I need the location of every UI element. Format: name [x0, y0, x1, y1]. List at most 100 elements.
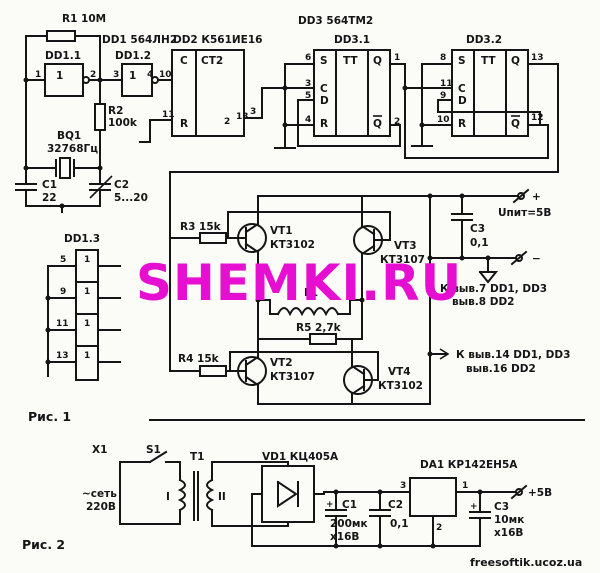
vt1-type: КТ3102 [270, 239, 315, 251]
svg-text:1: 1 [84, 287, 90, 297]
c3-label: C3 [470, 223, 485, 235]
svg-text:R: R [458, 118, 466, 130]
bq1-value: 32768Гц [47, 143, 98, 155]
vt3-label: VT3 [394, 240, 417, 252]
fig2-c2-label: C2 [388, 499, 403, 511]
r2-label: R2 [108, 105, 123, 117]
svg-text:C: C [320, 83, 328, 95]
svg-text:1: 1 [394, 53, 400, 63]
r3-label: R3 15k [180, 221, 222, 233]
vd1-bridge [261, 465, 315, 523]
fig2-c1-value-1: 200мк [330, 518, 368, 530]
output-voltage: +5В [528, 487, 552, 499]
svg-text:I: I [166, 491, 170, 503]
dd3-title: DD3 564ТМ2 [298, 15, 373, 27]
svg-text:Q: Q [511, 118, 520, 130]
c2-value: 5...20 [114, 192, 148, 204]
dd2-counter: DD2 К561ИЕ16 C CT2 R 11 2 13 3 [139, 34, 286, 143]
svg-text:Q: Q [373, 118, 382, 130]
svg-text:1: 1 [462, 481, 468, 491]
dd2-title: DD2 К561ИЕ16 [173, 34, 262, 46]
dd1-2-inverter [121, 63, 153, 97]
r2-resistor [94, 103, 106, 131]
svg-text:11: 11 [56, 319, 69, 329]
svg-text:−: − [532, 253, 541, 265]
r4-label: R4 15k [178, 353, 220, 365]
fig2-c3-value-1: 10мк [494, 514, 524, 526]
dd3-1-flipflop: DD3 564ТМ2 DD3.1 S TT Q C D R Q 6 3 5 4 … [274, 15, 406, 149]
svg-text:2: 2 [90, 70, 96, 80]
t1-label: T1 [190, 451, 204, 463]
svg-text:CT2: CT2 [201, 55, 223, 67]
dd3-2-body [451, 49, 529, 137]
svg-text:R: R [320, 118, 328, 130]
svg-text:D: D [458, 95, 467, 107]
note-pwr-1: К выв.14 DD1, DD3 [456, 349, 570, 361]
dd1-2-label: DD1.2 [115, 50, 151, 62]
dd1-3-gates: DD1.3 1 1 1 1 5 9 11 13 [45, 233, 121, 381]
svg-text:6: 6 [305, 53, 311, 63]
svg-text:Q: Q [511, 55, 520, 67]
c1-value: 22 [42, 192, 57, 204]
svg-text:5: 5 [60, 255, 66, 265]
svg-text:C: C [180, 55, 188, 67]
svg-text:13: 13 [236, 112, 249, 122]
dd1-title: DD1 564ЛН2 [102, 34, 177, 46]
fig2-c1-label: C1 [342, 499, 357, 511]
svg-text:13: 13 [531, 53, 544, 63]
svg-text:1: 1 [35, 70, 41, 80]
r5-resistor [309, 333, 337, 345]
svg-text:R: R [180, 118, 188, 130]
svg-text:2: 2 [394, 117, 400, 127]
svg-text:2: 2 [436, 523, 442, 533]
fig2-c2-value: 0,1 [390, 518, 409, 530]
dd3-2-flipflop: DD3.2 S TT Q C D R Q 8 11 9 10 13 12 [169, 34, 559, 239]
vt2-type: КТ3107 [270, 371, 315, 383]
s1-switch [148, 450, 168, 464]
vt2-label: VT2 [270, 357, 293, 369]
svg-text:13: 13 [56, 351, 69, 361]
svg-text:12: 12 [531, 113, 544, 123]
svg-text:+: + [532, 191, 541, 203]
vt3-type: КТ3107 [380, 254, 425, 266]
oscillator-section: R1 10M 1 DD1.1 1 2 1 DD1.2 DD1 564ЛН2 3 … [15, 13, 177, 213]
s1-label: S1 [146, 444, 161, 456]
c1-label: C1 [42, 179, 57, 191]
bq1-label: BQ1 [57, 130, 81, 142]
svg-text:11: 11 [162, 110, 175, 120]
svg-text:5: 5 [305, 91, 311, 101]
r5-label: R5 2,7k [296, 322, 342, 334]
fig2-c1-value-2: х16В [330, 531, 359, 543]
svg-text:8: 8 [440, 53, 446, 63]
svg-text:4: 4 [305, 115, 311, 125]
vt4-label: VT4 [388, 366, 411, 378]
fig2-c3-label: C3 [494, 501, 509, 513]
svg-text:+: + [326, 500, 334, 510]
r1-resistor [46, 30, 76, 42]
t1-secondary [206, 478, 215, 512]
x1-label: X1 [92, 444, 107, 456]
r2-value: 100k [108, 117, 138, 129]
svg-text:D: D [320, 95, 329, 107]
dd1-1-label: DD1.1 [45, 50, 81, 62]
svg-text:10: 10 [159, 70, 172, 80]
vt4-type: КТ3102 [378, 380, 423, 392]
da1-regulator [409, 477, 457, 517]
svg-text:2: 2 [224, 117, 230, 127]
site-credit: freesoftik.ucoz.ua [470, 556, 582, 569]
dd3-1-body [313, 49, 391, 137]
supply-voltage: Uпит=5В [498, 207, 551, 219]
l1-label: L1 [304, 287, 318, 299]
mains-label-2: 220В [86, 501, 116, 513]
dd3-2-label: DD3.2 [466, 34, 502, 46]
mains-label-1: ~сеть [82, 488, 117, 500]
figure-2-caption: Рис. 2 [22, 537, 65, 552]
note-pwr-2: выв.16 DD2 [466, 363, 536, 375]
svg-text:1: 1 [84, 255, 90, 265]
svg-text:1: 1 [56, 70, 63, 82]
dd1-1-inverter [44, 63, 84, 97]
svg-text:9: 9 [440, 91, 446, 101]
svg-text:Q: Q [373, 55, 382, 67]
svg-text:TT: TT [343, 55, 358, 67]
